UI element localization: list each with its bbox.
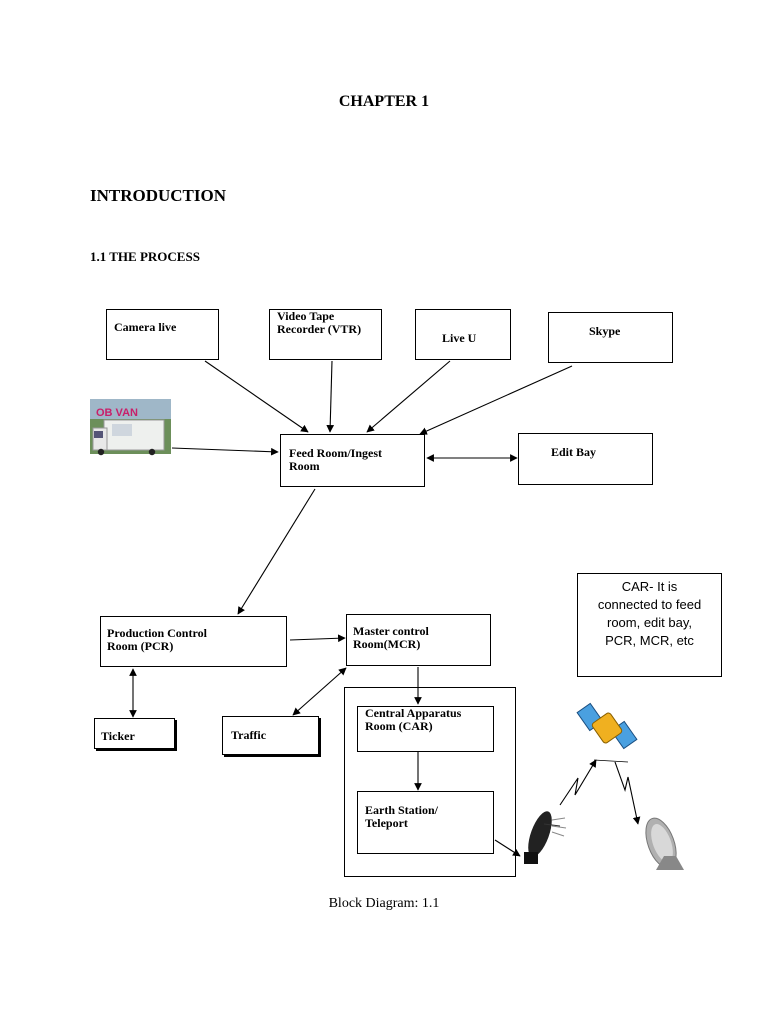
satellite-icon: [576, 702, 638, 750]
feed-room-box: Feed Room/Ingest Room: [280, 434, 425, 487]
ticker-box: Ticker: [94, 718, 175, 749]
downlink-zigzag: [614, 761, 641, 825]
ob-van-label: OB VAN: [96, 407, 138, 419]
arrow-vtr-to-feed: [326, 360, 335, 433]
arrow-liveu-to-feed: [366, 360, 451, 433]
earth-station-box: Earth Station/ Teleport: [357, 791, 494, 854]
arrow-camera-to-feed: [204, 360, 309, 433]
arrow-feed-to-pcr: [237, 488, 316, 615]
chapter-title: CHAPTER 1: [338, 93, 430, 110]
camera-live-box: Camera live: [106, 309, 219, 360]
pcr-box: Production Control Room (PCR): [100, 616, 287, 667]
arrow-skype-to-feed: [419, 365, 573, 435]
vtr-box: Video Tape Recorder (VTR): [269, 309, 382, 360]
mcr-box: Master control Room(MCR): [346, 614, 491, 666]
ob-van-image: OB VAN: [90, 399, 171, 456]
uplink-zigzag: [559, 759, 597, 806]
edit-bay-box: Edit Bay: [518, 433, 653, 485]
car-note: CAR- It is connected to feed room, edit …: [577, 573, 722, 677]
arrow-pcr-to-mcr: [289, 634, 346, 643]
arrow-mcr-traffic: [292, 667, 347, 716]
traffic-box: Traffic: [222, 716, 319, 755]
uplink-dish-icon: [524, 811, 567, 864]
diagram-caption: Block Diagram: 1.1: [328, 896, 440, 911]
arrow-obvan-to-feed: [171, 447, 279, 456]
car-container: [344, 687, 516, 877]
intro-heading: INTRODUCTION: [90, 186, 227, 205]
section-heading: 1.1 THE PROCESS: [90, 249, 200, 264]
live-u-box: Live U: [415, 309, 511, 360]
car-box: Central Apparatus Room (CAR): [357, 706, 494, 752]
skype-box: Skype: [548, 312, 673, 363]
receiving-dish-icon: [645, 817, 684, 870]
